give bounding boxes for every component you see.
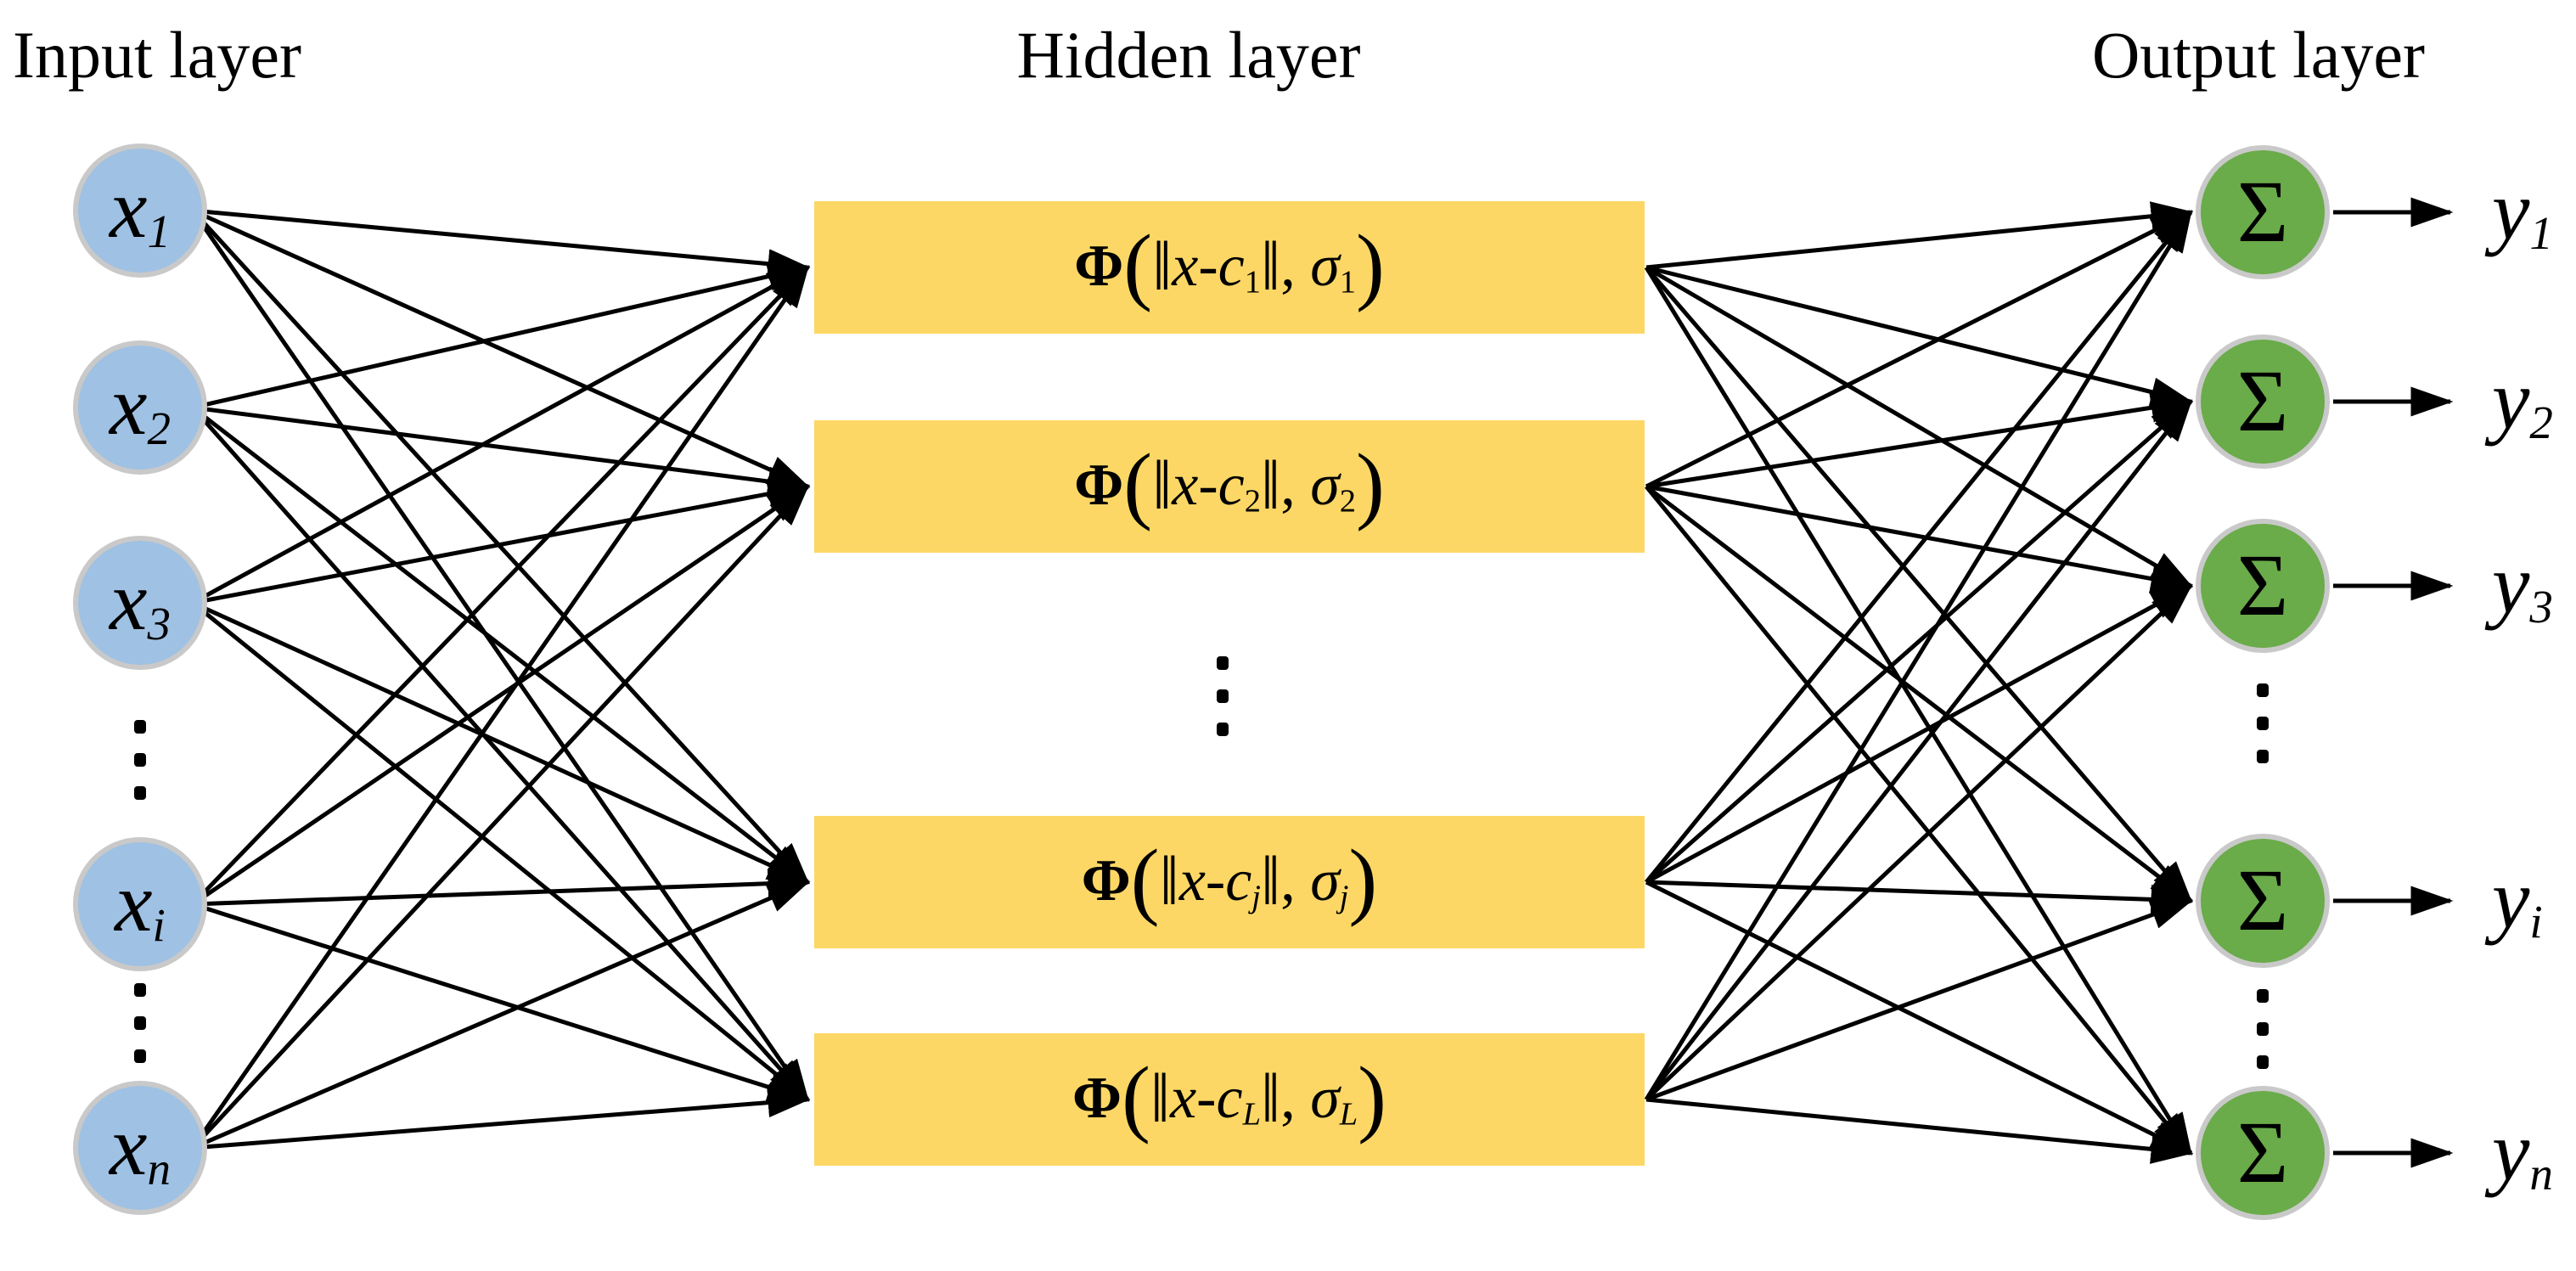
input-to-hidden-connection <box>192 1088 811 1150</box>
node-label: Σ <box>2236 1104 2289 1201</box>
input-node-x3: x3 <box>73 536 207 670</box>
output-node-1: Σ <box>2196 145 2330 279</box>
node-label: xn <box>110 1098 171 1195</box>
hidden-to-output-connection <box>1645 201 2194 270</box>
node-label: yi <box>2492 851 2543 948</box>
node-label: xi <box>115 854 166 952</box>
input-vertical-ellipsis-icon <box>134 983 146 1063</box>
hidden-to-output-connection <box>1644 266 2193 1156</box>
hidden-to-output-connection <box>1645 265 2194 588</box>
output-value-label: y2 <box>2492 357 2553 446</box>
output-node-2: Σ <box>2196 335 2330 469</box>
input-to-hidden-connection <box>190 209 810 1102</box>
input-to-hidden-connection <box>192 405 811 497</box>
output-value-label: y3 <box>2492 541 2553 630</box>
hidden-vertical-ellipsis-icon <box>1217 656 1229 736</box>
input-to-hidden-connection <box>191 601 810 1102</box>
node-label: Σ <box>2236 163 2289 261</box>
node-label: yn <box>2492 1103 2553 1201</box>
output-vertical-ellipsis-icon <box>2257 683 2269 763</box>
hidden-to-output-connection <box>1645 484 2194 593</box>
hidden-to-output-connection <box>1645 898 2194 1102</box>
output-node-n: Σ <box>2196 1086 2330 1220</box>
hidden-to-output-connection <box>1645 266 2193 903</box>
input-to-hidden-connection <box>191 265 810 906</box>
output-value-label: yn <box>2492 1108 2553 1197</box>
node-label: x2 <box>110 357 171 455</box>
input-to-hidden-connection <box>190 265 810 1150</box>
input-to-hidden-connection <box>191 406 810 1102</box>
hidden-node-L: Φ(‖x-cL‖, σL) <box>814 1033 1645 1166</box>
hidden-to-output-connection <box>1645 880 2194 1156</box>
input-node-x1: x1 <box>73 143 207 278</box>
hidden-to-output-connection <box>1645 485 2193 903</box>
hidden-to-output-connection <box>1645 583 2194 885</box>
input-node-xi: xi <box>73 837 207 971</box>
input-to-hidden-connection <box>191 208 811 489</box>
input-to-hidden-connection <box>191 406 810 885</box>
node-label: x3 <box>110 553 171 650</box>
input-to-hidden-connection <box>192 880 811 1150</box>
node-label: y1 <box>2492 162 2553 260</box>
node-label: Φ(‖x-cj‖, σj) <box>1081 831 1378 927</box>
input-node-xn: xn <box>73 1081 207 1215</box>
node-label: Σ <box>2236 852 2289 949</box>
node-label: Σ <box>2236 352 2289 450</box>
node-label: Σ <box>2236 537 2289 634</box>
input-to-hidden-connection <box>192 479 811 605</box>
hidden-to-output-connection <box>1645 583 2193 1101</box>
node-label: x1 <box>110 160 171 258</box>
input-to-hidden-connection <box>192 902 811 1102</box>
hidden-to-output-connection <box>1645 399 2193 884</box>
hidden-to-output-connection <box>1645 485 2193 1156</box>
node-label: Φ(‖x-c2‖, σ2) <box>1074 436 1385 531</box>
output-value-label: yi <box>2492 856 2543 945</box>
node-label: y3 <box>2492 536 2553 633</box>
input-to-hidden-connection <box>191 484 810 1150</box>
node-label: y2 <box>2492 351 2553 449</box>
output-node-3: Σ <box>2196 519 2330 653</box>
input-vertical-ellipsis-icon <box>134 720 146 800</box>
hidden-node-j: Φ(‖x-cj‖, σj) <box>814 816 1645 948</box>
input-layer-title: Input layer <box>12 18 302 92</box>
input-to-hidden-connection <box>192 208 811 279</box>
hidden-to-output-connection <box>1645 392 2194 489</box>
hidden-to-output-connection <box>1645 1097 2194 1164</box>
input-to-hidden-connection <box>191 265 811 605</box>
input-to-hidden-connection <box>191 600 811 885</box>
output-layer-title: Output layer <box>2091 18 2426 92</box>
input-to-hidden-connection <box>191 484 810 907</box>
hidden-node-2: Φ(‖x-c2‖, σ2) <box>814 420 1645 553</box>
output-vertical-ellipsis-icon <box>2257 989 2269 1069</box>
hidden-to-output-connection <box>1645 880 2194 914</box>
hidden-to-output-connection <box>1645 399 2193 1101</box>
output-node-i: Σ <box>2196 834 2330 968</box>
hidden-to-output-connection <box>1644 210 2193 1101</box>
hidden-to-output-connection <box>1645 265 2194 407</box>
hidden-to-output-connection <box>1645 210 2193 884</box>
hidden-to-output-connection <box>1645 210 2194 489</box>
output-value-label: y1 <box>2492 167 2553 256</box>
hidden-layer-title: Hidden layer <box>1016 18 1361 92</box>
hidden-node-1: Φ(‖x-c1‖, σ1) <box>814 201 1645 334</box>
input-to-hidden-connection <box>192 262 811 410</box>
node-label: Φ(‖x-cL‖, σL) <box>1072 1049 1386 1144</box>
node-label: Φ(‖x-c1‖, σ1) <box>1074 217 1385 312</box>
input-to-hidden-connection <box>192 869 811 907</box>
input-node-x2: x2 <box>73 340 207 475</box>
